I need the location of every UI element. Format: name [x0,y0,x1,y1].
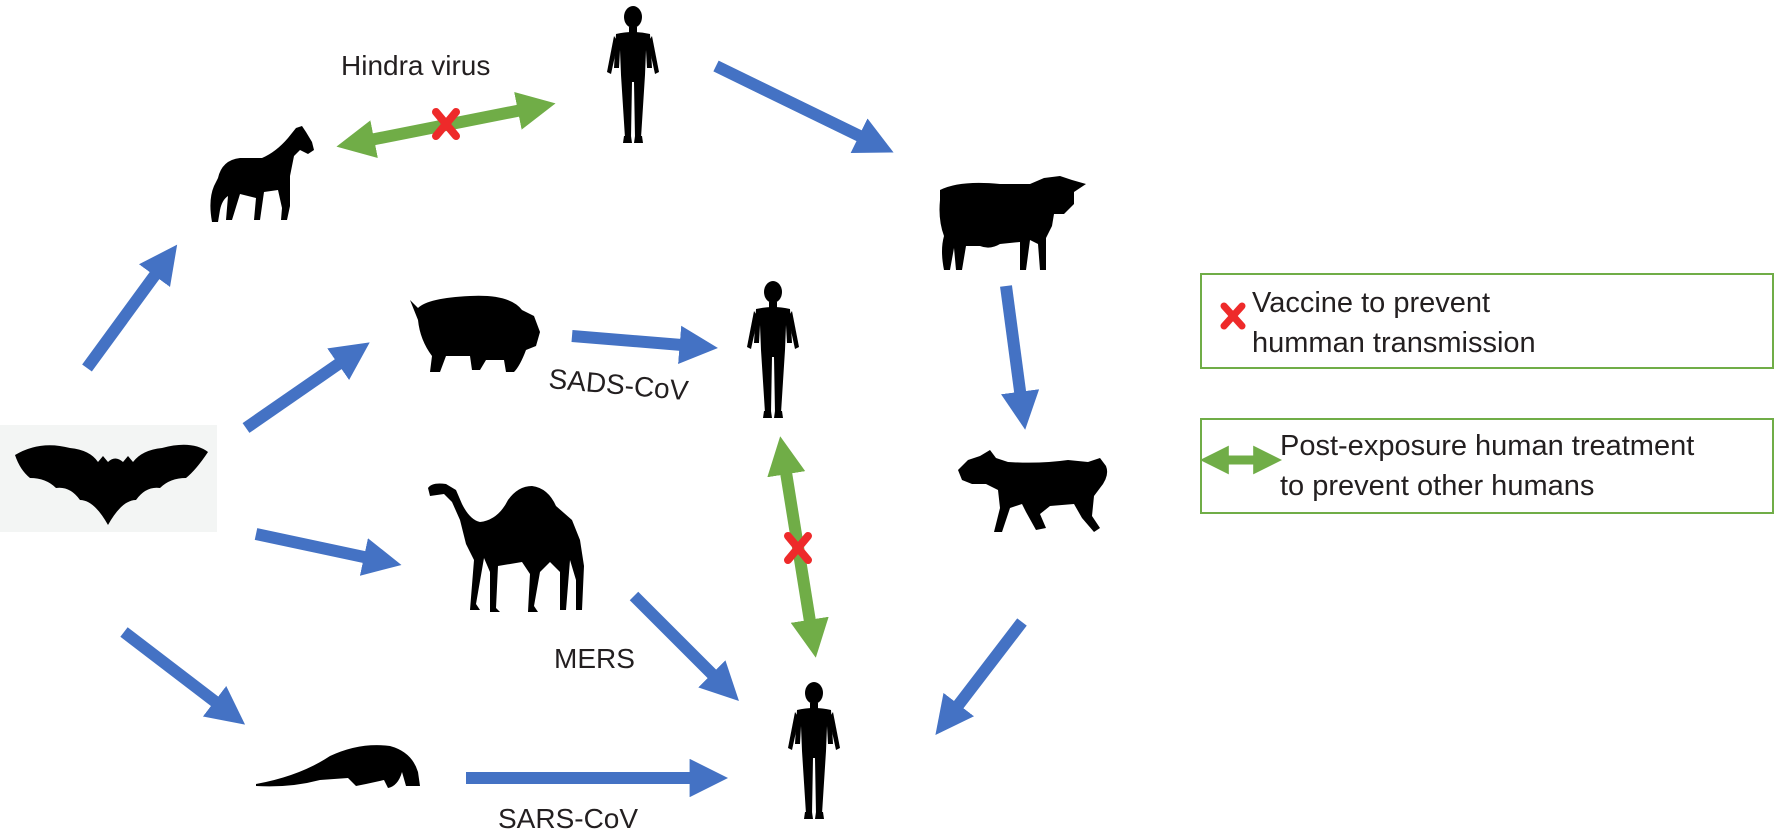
cow-icon [939,176,1086,270]
pig-icon [410,295,540,372]
legend-vaccine-line1: Vaccine to prevent [1252,287,1490,319]
arrow-bat-to-pangolin [120,627,246,725]
legend-vaccine-line2: humman transmission [1252,327,1536,359]
human-icon [607,6,659,143]
human-icon [747,281,799,418]
arrow-bat-to-horse [82,244,178,372]
horse-icon [210,126,314,222]
cross-icon [432,108,460,140]
label-mers: MERS [554,643,635,674]
human-icon [788,682,840,819]
cross-icon [784,532,812,564]
label-sads: SADS-CoV [547,363,690,406]
arrow-bat-to-pig [242,342,370,433]
label-hendra: Hindra virus [341,50,490,81]
legend-vaccine: Vaccine to prevent humman transmission [1200,273,1774,369]
arrow-camel-to-human [629,591,739,701]
pangolin-icon [256,745,420,788]
camel-icon [428,483,584,612]
label-sars: SARS-CoV [498,803,638,834]
legend-treatment-line2: to prevent other humans [1280,470,1594,502]
arrow-goat-to-human [935,618,1027,736]
legend-treatment-line1: Post-exposure human treatment [1280,430,1694,462]
arrow-cow-to-goat [1000,285,1040,430]
legend-treatment: Post-exposure human treatment to prevent… [1200,418,1774,514]
arrow-pig-to-human [571,325,718,364]
bat-icon [0,425,217,532]
arrow-human-to-cow [713,60,894,153]
goat-icon [958,450,1108,532]
arrow-bat-to-camel [254,528,402,576]
transmission-arrows [82,60,1040,798]
cross-icon [1220,302,1246,330]
